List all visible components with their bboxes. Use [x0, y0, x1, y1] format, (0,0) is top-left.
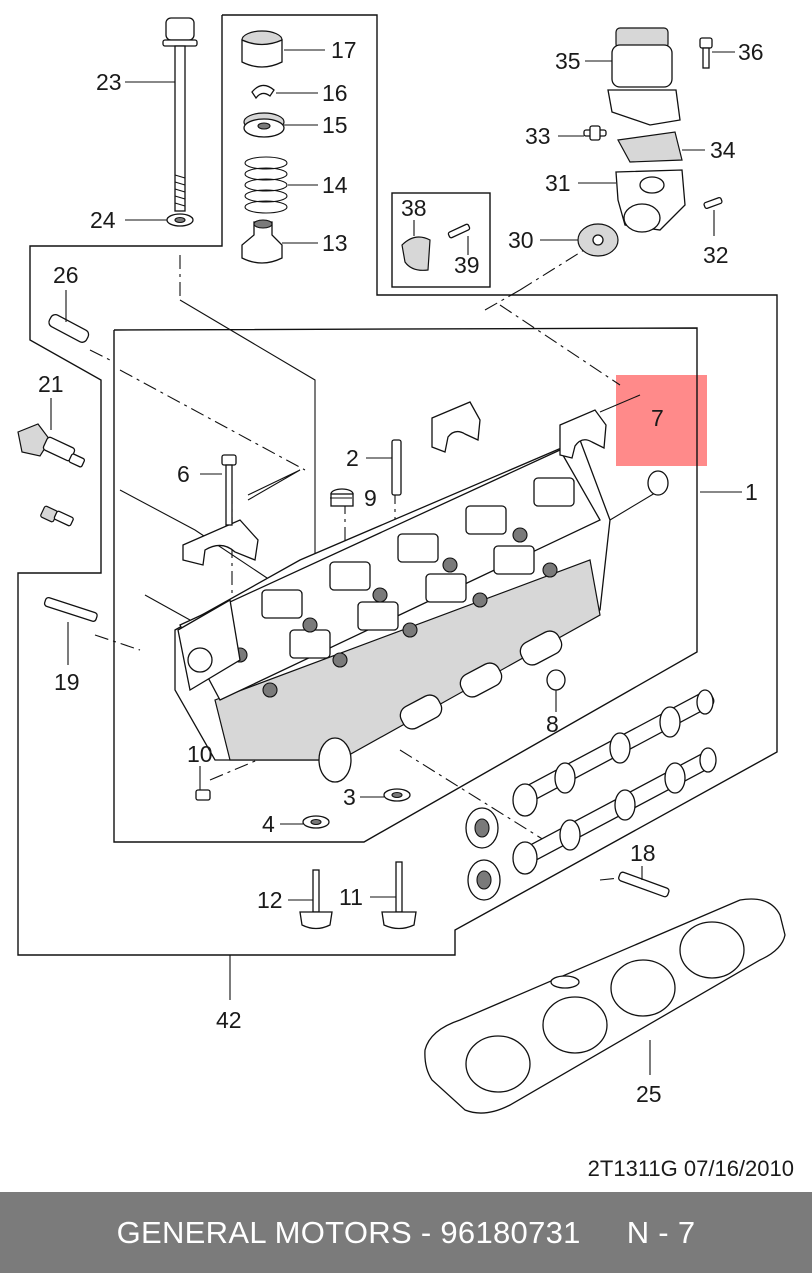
callout-19: 19: [54, 669, 80, 695]
leader-lines: [50, 49, 742, 1075]
part-number: 96180731: [440, 1214, 581, 1250]
callout-42: 42: [216, 1007, 242, 1033]
callout-17: 17: [331, 37, 357, 63]
camshaft-lower: [512, 747, 717, 875]
separator: -: [411, 1214, 441, 1250]
position-label: N - 7: [626, 1214, 696, 1250]
egr-gasket-upper: [617, 131, 683, 163]
egr-small-bolt: [447, 223, 471, 239]
valve-spring: [244, 156, 288, 214]
callout-25: 25: [636, 1081, 662, 1107]
callout-36: 36: [738, 39, 764, 65]
assembly-outline: [17, 14, 778, 956]
egr-valve: [607, 27, 681, 126]
callout-18: 18: [630, 840, 656, 866]
exploded-parts-diagram: 17 16 15 14 13 23 24 26 21 19 6 2 9 7 1 …: [17, 14, 794, 1181]
highlight-box: [616, 375, 707, 466]
exhaust-valve: [381, 861, 417, 930]
callout-11: 11: [339, 884, 363, 910]
egr-bolt-top: [699, 37, 713, 69]
egr-small-gasket: [401, 236, 431, 271]
egr-bolt-left: [583, 125, 607, 141]
callout-1: 1: [745, 479, 758, 505]
expansion-plug: [647, 470, 669, 496]
callout-6: 6: [177, 461, 190, 487]
callout-15: 15: [322, 112, 348, 138]
bearing-cap-left: [182, 519, 259, 566]
callout-34: 34: [710, 137, 736, 163]
callout-32: 32: [703, 242, 729, 268]
camshaft-seals: [465, 807, 501, 901]
temperature-sensor: [17, 423, 86, 468]
small-fitting: [40, 505, 74, 527]
egr-gasket-lower: [577, 223, 619, 257]
valve-keepers: [251, 84, 275, 100]
valve-seal-9: [330, 488, 354, 507]
callout-12: 12: [257, 887, 283, 913]
callout-3: 3: [343, 784, 356, 810]
callout-35: 35: [555, 48, 581, 74]
cam-towers: [261, 477, 575, 659]
callout-labels: 17 16 15 14 13 23 24 26 21 19 6 2 9 7 1 …: [38, 37, 764, 1107]
callout-39: 39: [454, 252, 480, 278]
valve-lifter: [241, 30, 283, 68]
brand-name: GENERAL MOTORS: [116, 1214, 412, 1250]
callout-10: 10: [187, 741, 213, 767]
bolt-6: [221, 454, 237, 526]
callout-13: 13: [322, 230, 348, 256]
bolt-washer: [166, 213, 194, 227]
plug-8: [546, 669, 566, 691]
callout-14: 14: [322, 172, 348, 198]
stud-bolt: [43, 596, 98, 622]
footer-text: GENERAL MOTORS - 96180731 N - 7: [117, 1215, 696, 1251]
intake-valve: [299, 869, 333, 930]
stud-bolt-18: [618, 871, 670, 898]
camshaft-upper: [512, 689, 715, 817]
callout-33: 33: [525, 123, 551, 149]
valve-guide: [391, 439, 402, 496]
callout-21: 21: [38, 371, 64, 397]
callout-24: 24: [90, 207, 116, 233]
dowel-pin: [48, 313, 90, 343]
head-bolt: [162, 17, 198, 212]
drawing-code: 2T1311G 07/16/2010: [588, 1156, 794, 1181]
callout-23: 23: [96, 69, 122, 95]
callout-31: 31: [545, 170, 571, 196]
valve-seal-4: [302, 815, 330, 829]
callout-16: 16: [322, 80, 348, 106]
exhaust-ports: [318, 630, 563, 783]
spring-retainer: [243, 112, 285, 138]
callout-26: 26: [53, 262, 79, 288]
egr-bolt-right: [703, 197, 723, 209]
callout-8: 8: [546, 711, 559, 737]
cylinder-head: [174, 439, 611, 783]
head-gasket: [424, 898, 786, 1114]
egr-adapter: [615, 169, 686, 233]
callout-7: 7: [651, 405, 664, 431]
callout-2: 2: [346, 445, 359, 471]
plug-10: [195, 789, 211, 801]
footer-bar: GENERAL MOTORS - 96180731 N - 7: [0, 1192, 812, 1273]
valve-bores: [232, 527, 558, 698]
callout-38: 38: [401, 195, 427, 221]
valve-stem-seal: [241, 219, 283, 264]
valve-seal-3: [383, 788, 411, 802]
callout-9: 9: [364, 485, 377, 511]
callout-4: 4: [262, 811, 275, 837]
bearing-cap-right-pair: [431, 401, 607, 459]
callout-30: 30: [508, 227, 534, 253]
